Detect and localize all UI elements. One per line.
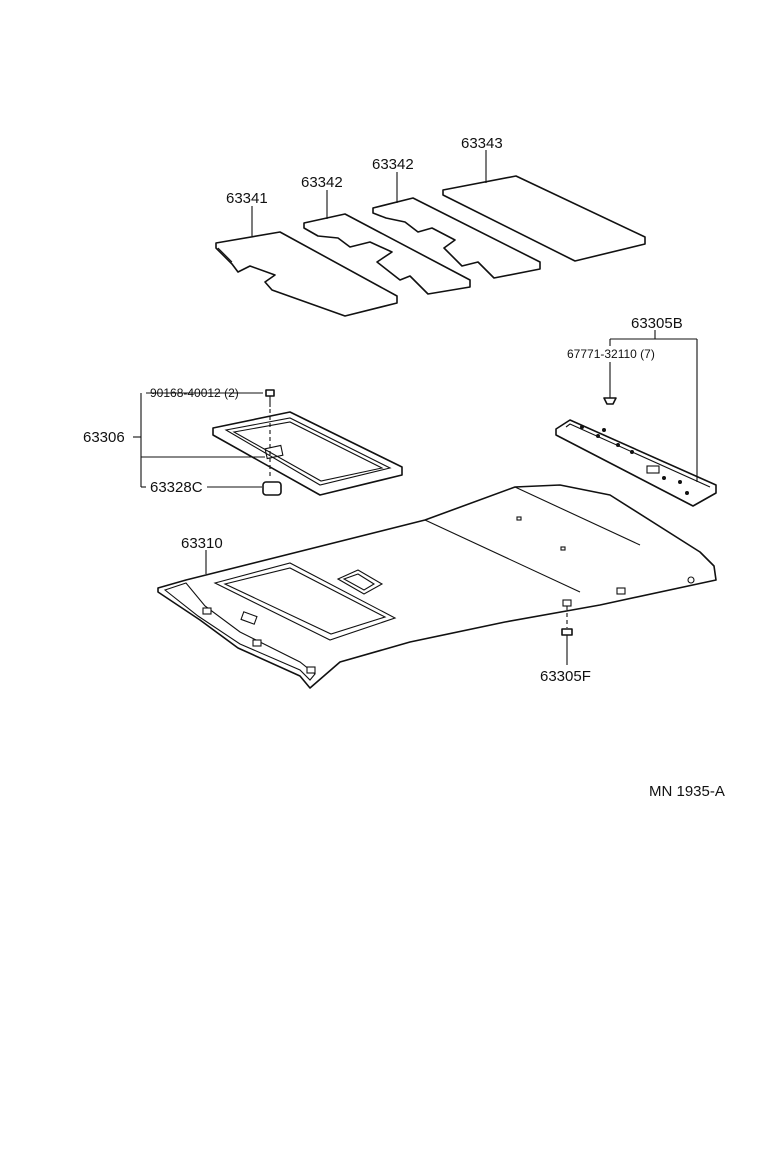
label-63342-left: 63342 <box>301 174 343 191</box>
diagram-code: MN 1935-A <box>649 783 725 800</box>
silencer-pad-63342-left <box>303 213 471 295</box>
headliner-63310 <box>157 484 717 689</box>
rear-trim-63305b <box>555 419 717 507</box>
label-63306: 63306 <box>83 429 125 446</box>
silencer-pad-63342-right <box>372 197 541 279</box>
label-63310: 63310 <box>181 535 223 552</box>
label-63305f: 63305F <box>540 668 591 685</box>
label-63341: 63341 <box>226 190 268 207</box>
label-63343: 63343 <box>461 135 503 152</box>
silencer-pad-63343 <box>442 175 646 262</box>
label-67771-32110: 67771-32110 (7) <box>567 347 655 361</box>
sunroof-frame-63306 <box>212 411 403 496</box>
label-90168-40012: 90168-40012 (2) <box>150 386 239 400</box>
label-63342-right: 63342 <box>372 156 414 173</box>
clip-67771-32110 <box>603 388 617 405</box>
clip-63328c <box>262 481 282 496</box>
screw-90168-40012 <box>265 389 275 478</box>
label-63328c: 63328C <box>150 479 203 496</box>
clip-63305f <box>561 606 573 643</box>
label-63305b: 63305B <box>631 315 683 332</box>
silencer-pad-63341 <box>215 231 398 317</box>
